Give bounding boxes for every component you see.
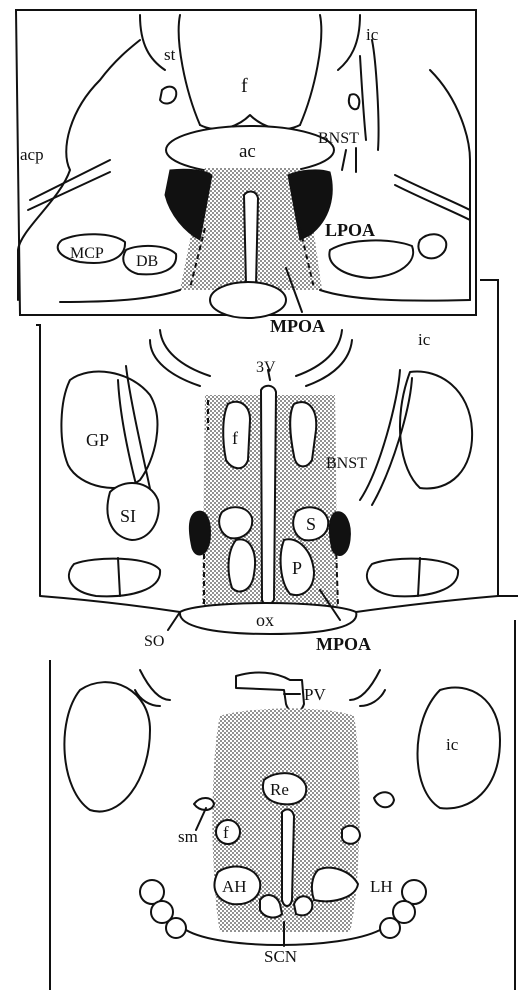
label-bnst-top: BNST xyxy=(318,130,359,147)
panel-top: st f ic ac BNST acp LPOA MCP DB MPOA xyxy=(16,10,476,336)
label-acp: acp xyxy=(20,145,44,164)
label-lpoa: LPOA xyxy=(325,220,375,240)
label-pv: PV xyxy=(304,685,326,704)
label-gp: GP xyxy=(86,430,109,450)
bottom-left-large-shape xyxy=(64,682,150,811)
top-internal-capsule xyxy=(360,40,379,150)
label-si: SI xyxy=(120,506,136,526)
label-scn: SCN xyxy=(264,947,297,966)
label-p: P xyxy=(292,558,302,578)
label-ic-bottom: ic xyxy=(446,735,459,754)
label-db: DB xyxy=(136,253,158,270)
top-fornix-outline xyxy=(179,15,322,125)
label-ic-top: ic xyxy=(366,25,379,44)
label-mpoa-middle: MPOA xyxy=(316,634,371,654)
label-so: SO xyxy=(144,633,164,650)
middle-left-black xyxy=(189,511,210,555)
middle-right-black xyxy=(329,512,350,556)
bottom-right-large-shape xyxy=(418,687,501,808)
label-f-middle: f xyxy=(232,428,238,448)
sm-shape xyxy=(194,798,214,810)
top-optic-ellipse xyxy=(210,282,286,318)
st-nucleus-shape xyxy=(160,87,176,104)
label-f-top: f xyxy=(241,75,248,97)
label-ox: ox xyxy=(256,610,274,630)
label-ac: ac xyxy=(239,141,256,162)
label-mpoa-top: MPOA xyxy=(270,316,325,336)
label-st: st xyxy=(164,45,176,64)
label-ic-middle: ic xyxy=(418,330,431,349)
middle-third-ventricle xyxy=(261,386,276,605)
panel-middle: ic 3V GP f BNST SI S P SO ox MPOA xyxy=(36,280,518,654)
label-mcp: MCP xyxy=(70,245,104,262)
label-bnst-middle: BNST xyxy=(326,455,367,472)
pv-notch xyxy=(236,673,304,713)
label-re: Re xyxy=(270,780,289,799)
top-third-ventricle xyxy=(244,192,258,289)
label-ah: AH xyxy=(222,877,247,896)
label-sm: sm xyxy=(178,827,198,846)
label-lh: LH xyxy=(370,877,393,896)
label-s: S xyxy=(306,514,316,534)
label-3v: 3V xyxy=(256,359,276,376)
gp-shape xyxy=(61,372,157,488)
bottom-third-ventricle xyxy=(282,809,294,906)
panel-bottom: PV ic Re sm f AH LH SCN xyxy=(50,620,515,990)
label-f-bottom: f xyxy=(223,823,229,842)
